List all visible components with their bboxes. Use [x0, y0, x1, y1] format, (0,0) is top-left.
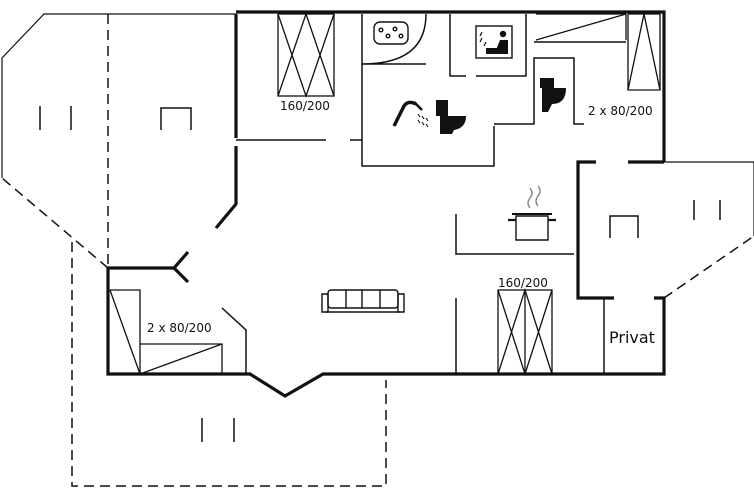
terrace-left-outline: [1, 13, 236, 178]
wall-toilet: [494, 57, 584, 125]
jacuzzi-icon: [373, 21, 409, 45]
table-icon: [160, 107, 192, 130]
sauna-icon: [475, 25, 513, 59]
bed-size-label: 2 x 80/200: [588, 104, 653, 118]
sofa-icon: [321, 289, 405, 313]
bed-size-label: 160/200: [280, 99, 330, 113]
terrace-furniture: [39, 106, 721, 442]
table-icon-hall: [609, 215, 639, 238]
chair-icon: [39, 106, 72, 130]
exterior-walls: [106, 10, 666, 398]
interior-walls: [221, 13, 626, 374]
terrace-solid-edges: [1, 13, 754, 236]
toilet-icon: [436, 100, 466, 134]
wall-bathroom-arc: [361, 13, 427, 65]
terrace-right-outline: [664, 161, 754, 236]
bed-size-label: 160/200: [498, 276, 548, 290]
wall-sauna: [449, 14, 527, 77]
bed-center: [497, 287, 553, 377]
wall-bedroom-left: [221, 307, 247, 374]
cooking-pot-icon: [508, 185, 556, 241]
beds: [109, 11, 661, 377]
wall-left-diagonal: [106, 250, 666, 398]
terrace-left-dashed: [1, 14, 387, 487]
terrace-right-dashed: [663, 235, 754, 299]
wall-entrance: [172, 266, 190, 284]
privat-label: Privat: [609, 328, 655, 347]
wall-kitchen: [455, 214, 574, 255]
terraces: [1, 14, 754, 487]
bed-top: [277, 11, 335, 99]
toilet-icon: [540, 78, 566, 112]
bed-size-label: 2 x 80/200: [147, 321, 212, 335]
wall-bathroom: [361, 14, 495, 167]
wall-left-diagonal: [214, 146, 238, 230]
shower-icon: [392, 100, 429, 128]
chair-icon: [693, 200, 721, 220]
wall-top: [236, 10, 666, 162]
bed-left: [109, 289, 223, 375]
chair-icon: [201, 418, 235, 442]
wall-right-inner: [576, 160, 664, 300]
bed-right-top: [535, 13, 661, 91]
